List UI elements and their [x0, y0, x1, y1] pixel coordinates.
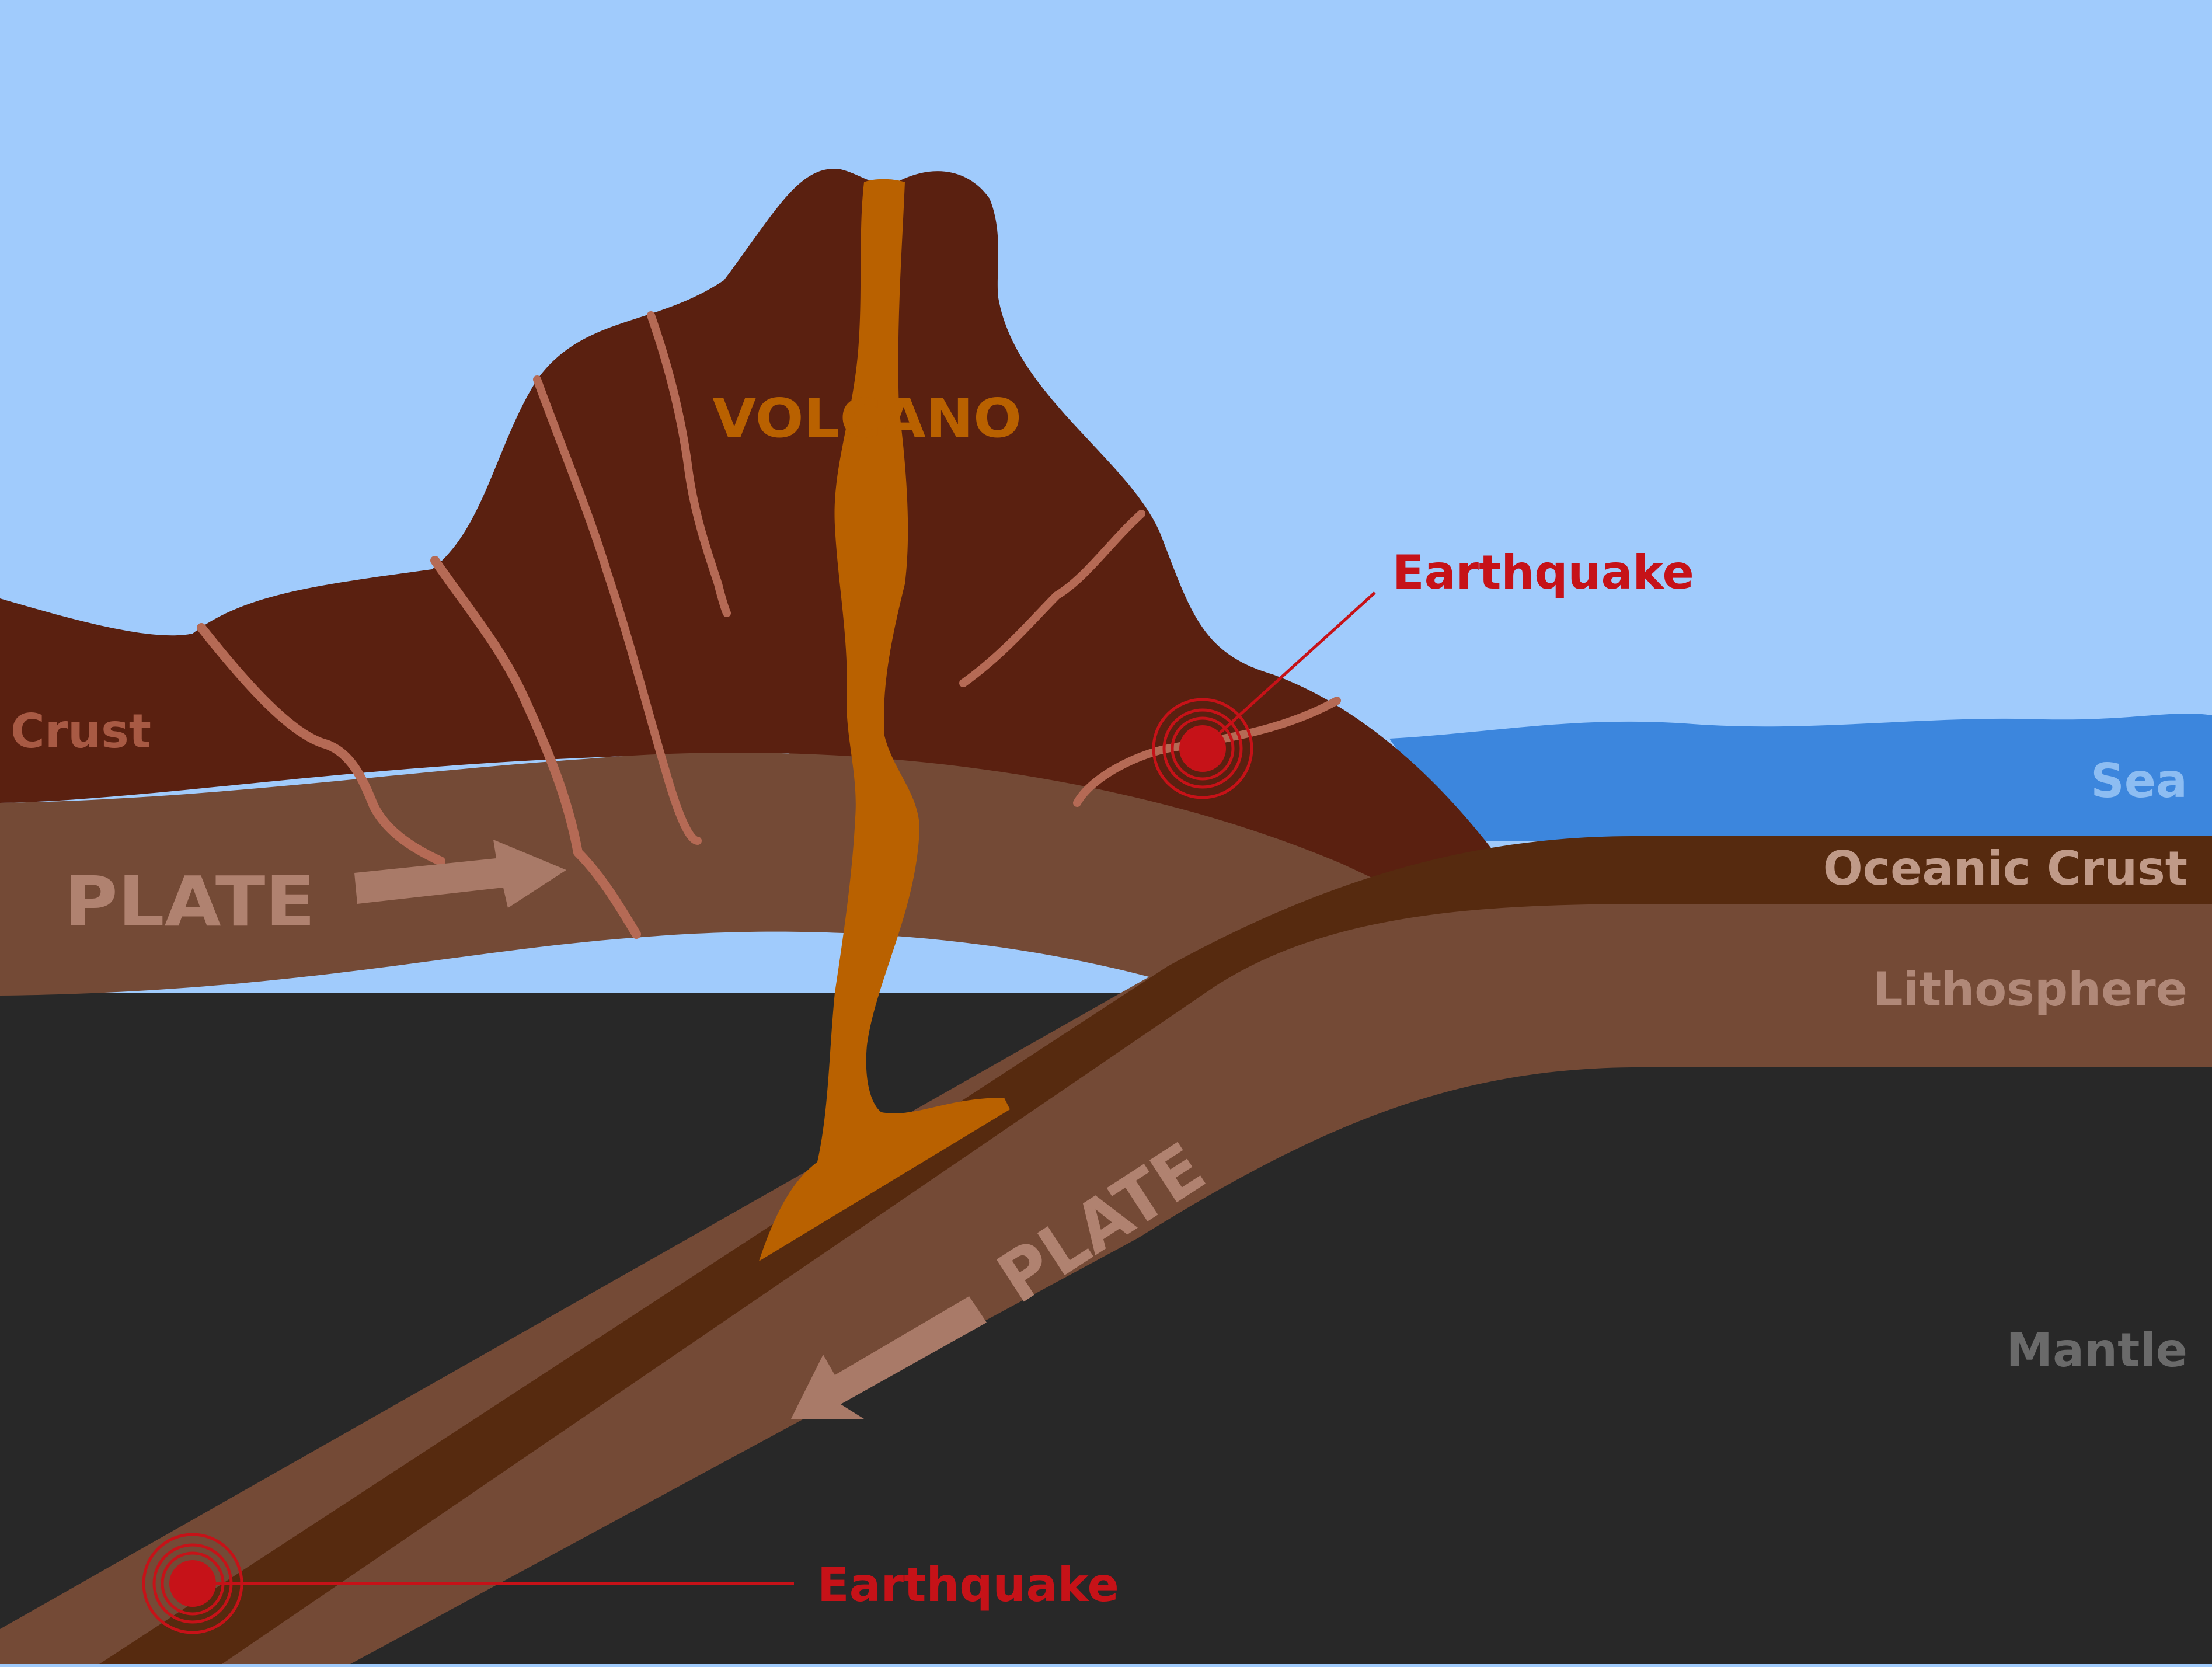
oceanic-crust-label: Oceanic Crust — [1823, 841, 2187, 896]
earthquake-shallow — [1152, 591, 1376, 799]
earthquake-deep-ring-inner — [161, 1551, 225, 1616]
fissure-6 — [1073, 697, 1341, 807]
magma-conduit — [759, 179, 1010, 1261]
earthquake-label-deep: Earthquake — [817, 1558, 1119, 1612]
earthquake-deep-ring-outer — [142, 1533, 243, 1634]
earthquake-shallow-ring-outer — [1152, 698, 1253, 799]
fissures — [197, 311, 1341, 939]
sea-label: Sea — [2091, 754, 2187, 808]
crust-label: Crust — [11, 704, 151, 758]
fissure-2 — [430, 556, 641, 939]
sea — [1389, 714, 2212, 841]
earthquake-deep-ring-mid — [152, 1543, 233, 1624]
earthquake-shallow-epicenter — [1179, 725, 1226, 772]
fissure-1 — [197, 623, 445, 866]
earthquake-shallow-ring-mid — [1162, 708, 1243, 789]
earthquake-label-shallow: Earthquake — [1392, 545, 1694, 600]
earthquake-deep — [142, 1533, 794, 1634]
fissure-3 — [533, 375, 702, 845]
subducting-lithosphere — [0, 903, 2212, 1664]
volcano-crust — [0, 169, 1495, 899]
plate-arrow-right — [354, 840, 566, 908]
earthquake-shallow-ring-inner — [1171, 716, 1235, 781]
lithosphere-label: Lithosphere — [1873, 962, 2187, 1017]
fissure-5 — [959, 510, 1145, 687]
continental-plate — [0, 752, 1430, 1010]
volcano-label: VOLCANO — [712, 387, 1022, 450]
fissure-4 — [647, 311, 731, 617]
earthquake-deep-epicenter — [169, 1560, 216, 1607]
plate-label-left: PLATE — [64, 861, 315, 942]
mantle-label: Mantle — [2007, 1323, 2187, 1377]
oceanic-crust — [99, 836, 2212, 1664]
plate-arrow-down-left — [791, 1296, 987, 1419]
